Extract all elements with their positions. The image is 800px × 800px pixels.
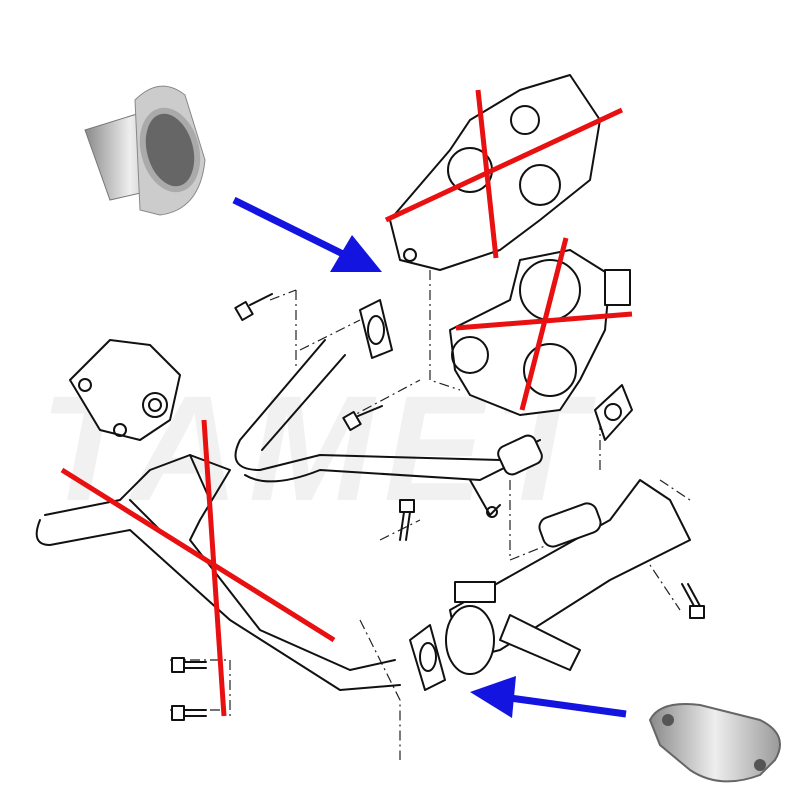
arrow-to-flange [470,676,627,718]
bolt-middle [342,405,383,432]
coolant-pipe [234,339,543,518]
egr-blanking-plate [648,703,781,783]
gasket-right [594,384,633,441]
egr-valve-lower [449,249,631,416]
cross-out-left-pipe [60,419,336,717]
egr-cooler [445,479,691,675]
egr-valve-upper [389,74,601,271]
bolt-right [681,583,705,619]
bolt-top [234,293,273,322]
egr-blanking-sleeve [84,85,206,216]
coolant-housing [69,339,181,441]
cross-out-upper-valve [384,89,624,259]
gasket-upper [359,299,393,359]
bolt-center [399,499,415,541]
bolt-lower-left-2 [171,705,207,721]
cross-out-lower-valve [455,237,633,411]
arrow-to-valve [232,196,382,272]
gasket-lower [409,624,446,691]
bolt-lower-left-1 [171,657,207,673]
